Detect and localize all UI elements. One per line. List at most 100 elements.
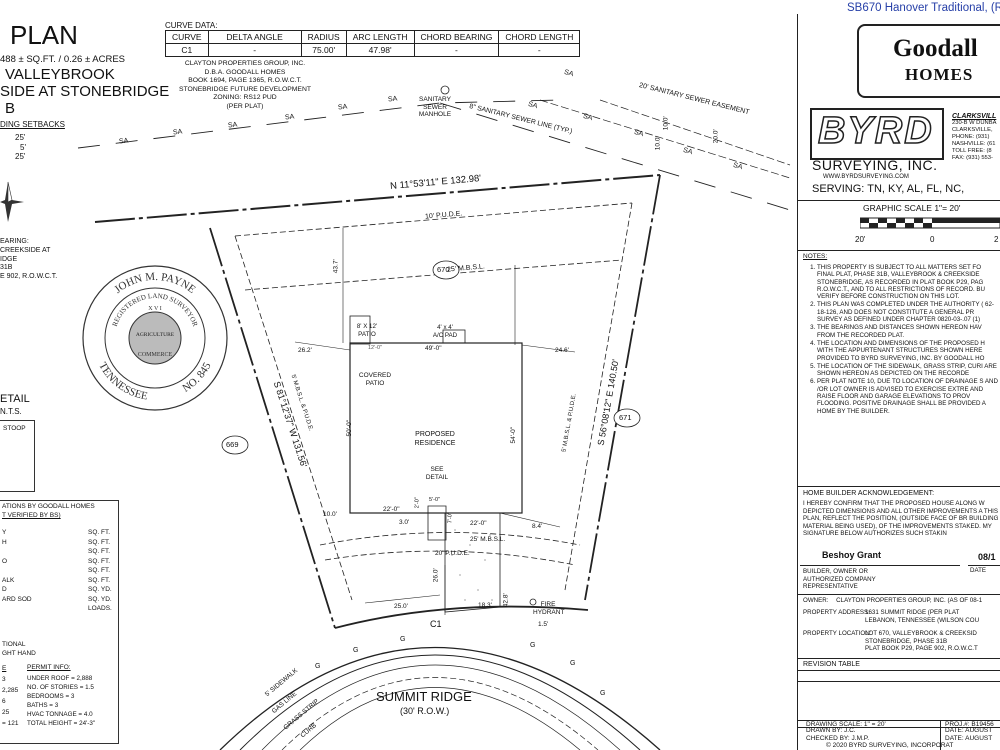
manhole-line: MANHOLE: [418, 111, 452, 118]
proposed-line: PROPOSED: [415, 431, 455, 438]
sewer-label: SA: [284, 113, 295, 122]
detail-frame: [0, 420, 35, 492]
calc-unit: SQ. FT.: [88, 567, 111, 574]
proposed-line: RESIDENCE: [414, 440, 456, 447]
permit-info: UNDER ROOF = 2,888 NO. OF STORIES = 1.5 …: [27, 674, 95, 728]
calc-bottom-1: TIONAL: [2, 641, 26, 648]
front-left-dim: 25.0': [394, 603, 408, 610]
covered-patio-line: PATIO: [365, 380, 385, 387]
calc-unit: SQ. FT.: [88, 538, 111, 546]
garage-offset-dim: 8.4': [532, 523, 543, 530]
seal-state: TENNESSEE: [96, 360, 149, 402]
office-line: PHONE: (931): [952, 134, 990, 140]
date-label: DATE: [970, 567, 987, 574]
driveway-depth-dim: 26.0': [432, 568, 440, 583]
copyright: © 2020 BYRD SURVEYING, INCORPORAT: [826, 742, 954, 749]
driveway-width-dim: 18.3': [478, 602, 492, 609]
office-line: TOLL FREE: (8: [952, 148, 992, 154]
drawn-by: DRAWN BY: J.C.: [806, 727, 856, 734]
office-line: FAX: (931) 553-: [952, 155, 993, 161]
bearing-note-4: 31B: [0, 264, 13, 271]
setback-rear: 25': [15, 152, 26, 161]
detail-scale: N.T.S.: [0, 407, 22, 416]
calc-item: ARD SOD: [2, 595, 32, 603]
table-row: C1 - 75.00' 47.98' - -: [165, 43, 581, 57]
divider: [798, 720, 1000, 721]
builder-label-line: BUILDER, OWNER OR: [803, 568, 868, 575]
permit-line: BATHS = 3: [27, 702, 59, 709]
permit-line: HVAC TONNAGE = 4.0: [27, 711, 93, 718]
adjacent-owner-block: CLAYTON PROPERTIES GROUP, INC. D.B.A. GO…: [175, 60, 315, 111]
easement-dim-20: 20.0': [712, 129, 720, 144]
covered-patio-label: COVERED PATIO: [355, 372, 395, 388]
note-item: THIS PLAN WAS COMPLETED UNDER THE AUTHOR…: [817, 301, 1000, 323]
bearing-note-2: CREEKSIDE AT: [0, 247, 51, 254]
scale-number: 20': [855, 235, 866, 244]
byrd-website: WWW.BYRDSURVEYING.COM: [823, 174, 909, 180]
divider: [798, 594, 1000, 595]
lot-number-right: 671: [619, 413, 632, 422]
property-location-value: LOT 670, VALLEYBROOK & CREEKSID STONEBRI…: [865, 630, 978, 653]
proposed-residence-label: PROPOSED RESIDENCE: [405, 430, 465, 448]
permit-line: UNDER ROOF = 2,888: [27, 675, 93, 682]
sewer-label: SA: [172, 128, 183, 137]
notes-title: NOTES:: [803, 253, 828, 260]
byrd-logo-text: BYRD: [817, 110, 934, 152]
property-location-label: PROPERTY LOCATION:: [803, 630, 872, 637]
goodall-homes-logo: Goodall HOMES: [857, 24, 1000, 98]
manhole-line: SEWER: [423, 103, 447, 111]
project-reference: SB670 Hanover Traditional, (R: [847, 2, 1000, 14]
permit-line: NO. OF STORIES = 1.5: [27, 684, 94, 691]
gas-marker: G: [530, 642, 536, 649]
calc-value: E: [2, 665, 7, 672]
date-line: [968, 565, 1000, 566]
divider: [798, 681, 1000, 682]
detail-title: ETAIL: [0, 393, 30, 405]
calc-left-values: E 3 2,285 6 25 = 121: [2, 663, 18, 729]
calc-value: = 121: [2, 720, 19, 727]
subdivision-line-1: VALLEYBROOK: [5, 66, 115, 83]
fire-hydrant-label: FIRE HYDRANT: [533, 601, 565, 617]
builder-signature: Beshoy Grant: [822, 550, 882, 560]
calc-unit: LOADS.: [88, 605, 112, 612]
detail-stoop-label: STOOP: [3, 425, 26, 432]
setbacks-title: DING SETBACKS: [0, 120, 65, 129]
curve-data-table: CURVE DELTA ANGLE RADIUS ARC LENGTH CHOR…: [165, 30, 581, 57]
bearing-note-1: EARING:: [0, 238, 29, 245]
front-segment-dim-b: 22'-0": [470, 520, 487, 527]
seal-commerce: COMMERCE: [138, 352, 173, 358]
byrd-logo-box: [810, 108, 944, 160]
subdivision-line-2: SIDE AT STONEBRIDGE: [0, 83, 170, 100]
note-item: THE LOCATION AND DIMENSIONS OF THE PROPO…: [817, 340, 1000, 362]
surveyor-seal: JOHN M. PAYNE TENNESSEE NO. 845 REGISTER…: [82, 265, 228, 411]
calc-item: ALK: [2, 576, 15, 584]
gas-marker: G: [400, 636, 406, 643]
driveway-length-dim: 42.8': [502, 593, 510, 608]
list-item: SQ. FT.: [2, 566, 114, 576]
lot-area: 488 ± SQ.FT. / 0.26 ± ACRES: [0, 54, 126, 65]
property-location-line: PLAT BOOK P29, PAGE 902, R.O.W.C.T: [865, 645, 978, 652]
seal-agriculture: AGRICULTURE: [136, 332, 175, 338]
curve-cell: -: [498, 43, 581, 57]
permit-title: PERMIT INFO:: [27, 664, 71, 671]
subdivision-line-3: B: [5, 100, 16, 117]
divider: [798, 200, 1000, 201]
calc-unit: SQ. FT.: [88, 548, 111, 555]
north-arrow-icon: [0, 181, 24, 222]
calc-value: 6: [2, 698, 6, 705]
bearing-note-5: E 902, R.O.W.C.T.: [0, 273, 58, 280]
goodall-logo-text: Goodall: [893, 35, 978, 62]
note-item: THIS PROPERTY IS SUBJECT TO ALL MATTERS …: [817, 264, 1000, 300]
builder-label-line: REPRESENTATIVE: [803, 583, 858, 590]
front-pude-label: 20' P.U.D.E.: [435, 550, 470, 557]
fire-hydrant-line: HYDRANT: [533, 609, 565, 616]
street-name: SUMMIT RIDGE: [376, 689, 472, 704]
office-line: 230-B W DUNBA: [952, 120, 997, 126]
owner-line: D.B.A. GOODALL HOMES: [204, 68, 286, 76]
permit-line: TOTAL HEIGHT = 24'-3": [27, 720, 96, 727]
seal-roman: X V I: [148, 306, 161, 312]
gas-marker: G: [315, 663, 321, 670]
